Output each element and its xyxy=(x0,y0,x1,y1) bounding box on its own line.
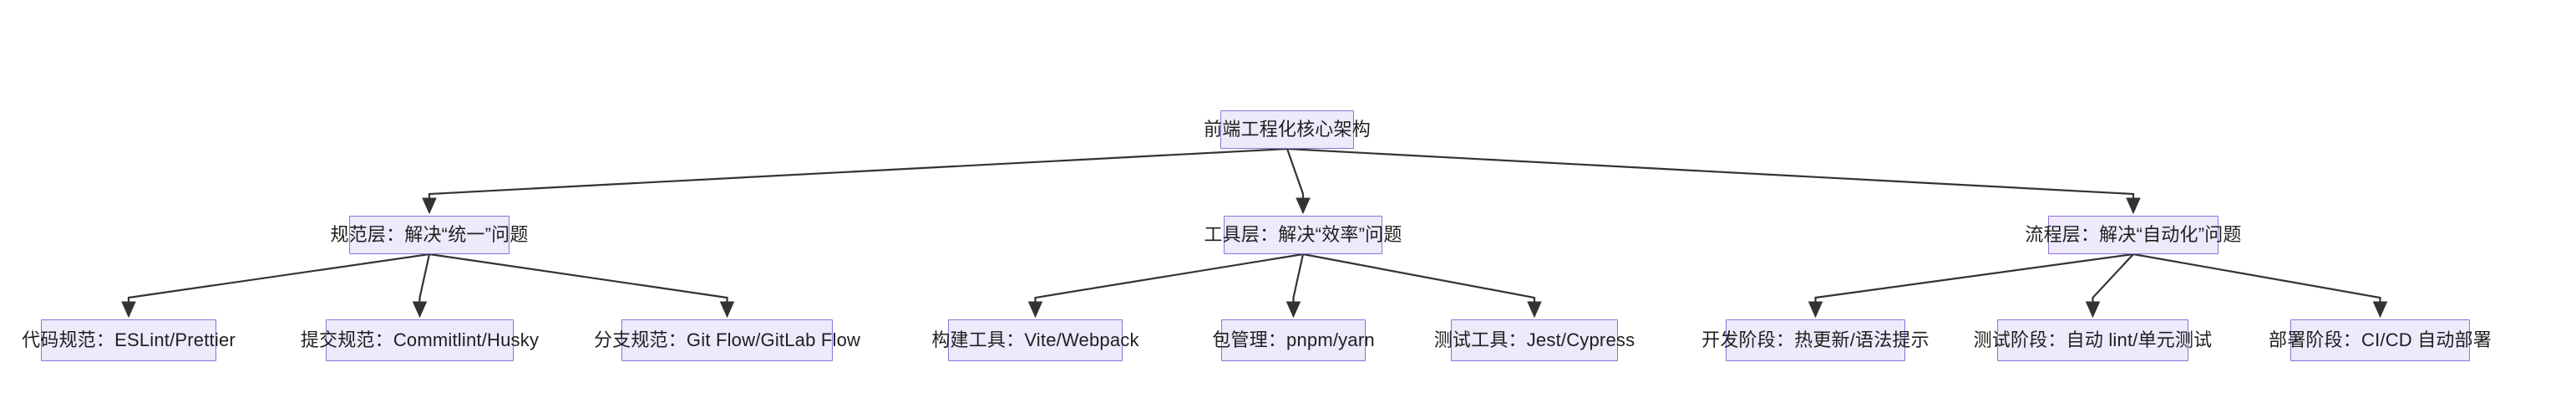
node-test-tool[interactable]: 测试工具：Jest/Cypress xyxy=(1434,319,1635,361)
node-label: 提交规范：Commitlint/Husky xyxy=(300,329,540,350)
node-label: 测试工具：Jest/Cypress xyxy=(1433,329,1635,350)
edge-tool-to-build-tool xyxy=(1027,253,1304,319)
edge-flow-to-deploy-stage xyxy=(2132,253,2388,319)
node-tool[interactable]: 工具层：解决“效率”问题 xyxy=(1204,216,1402,254)
node-flow[interactable]: 流程层：解决“自动化”问题 xyxy=(2025,216,2241,254)
node-commit-spec[interactable]: 提交规范：Commitlint/Husky xyxy=(301,319,539,361)
node-label: 流程层：解决“自动化”问题 xyxy=(2025,224,2242,245)
edge-tool-to-pkg-manage xyxy=(1285,253,1305,319)
edge-root-to-tool xyxy=(1285,148,1311,215)
node-dev-stage[interactable]: 开发阶段：热更新/语法提示 xyxy=(1701,319,1929,361)
node-label: 分支规范：Git Flow/GitLab Flow xyxy=(593,329,861,350)
node-pkg-manage[interactable]: 包管理：pnpm/yarn xyxy=(1212,319,1375,361)
edge-tool-to-test-tool xyxy=(1302,253,1542,319)
node-code-spec[interactable]: 代码规范：ESLint/Prettier xyxy=(22,319,236,361)
node-label: 开发阶段：热更新/语法提示 xyxy=(1701,329,1929,350)
edge-spec-to-commit-spec xyxy=(412,253,431,319)
edge-root-to-flow xyxy=(1286,147,2141,215)
node-label: 代码规范：ESLint/Prettier xyxy=(22,329,236,350)
node-root[interactable]: 前端工程化核心架构 xyxy=(1204,110,1371,149)
node-label: 部署阶段：CI/CD 自动部署 xyxy=(2269,329,2492,350)
edge-flow-to-dev-stage xyxy=(1808,253,2134,319)
node-deploy-stage[interactable]: 部署阶段：CI/CD 自动部署 xyxy=(2269,319,2492,361)
node-test-stage[interactable]: 测试阶段：自动 lint/单元测试 xyxy=(1974,319,2212,361)
edge-spec-to-code-spec xyxy=(121,253,430,319)
node-build-tool[interactable]: 构建工具：Vite/Webpack xyxy=(931,319,1138,361)
edge-paths xyxy=(121,147,2388,319)
edge-flow-to-test-stage xyxy=(2085,253,2134,319)
node-label: 包管理：pnpm/yarn xyxy=(1212,329,1375,350)
node-branch-spec[interactable]: 分支规范：Git Flow/GitLab Flow xyxy=(594,319,860,361)
node-label: 测试阶段：自动 lint/单元测试 xyxy=(1973,329,2213,350)
edge-spec-to-branch-spec xyxy=(428,253,735,319)
node-spec[interactable]: 规范层：解决“统一”问题 xyxy=(330,216,528,254)
node-label: 工具层：解决“效率”问题 xyxy=(1204,224,1402,245)
edge-root-to-spec xyxy=(422,147,1288,215)
node-label: 规范层：解决“统一”问题 xyxy=(330,224,529,245)
node-label: 构建工具：Vite/Webpack xyxy=(931,329,1139,350)
node-label: 前端工程化核心架构 xyxy=(1204,119,1371,140)
